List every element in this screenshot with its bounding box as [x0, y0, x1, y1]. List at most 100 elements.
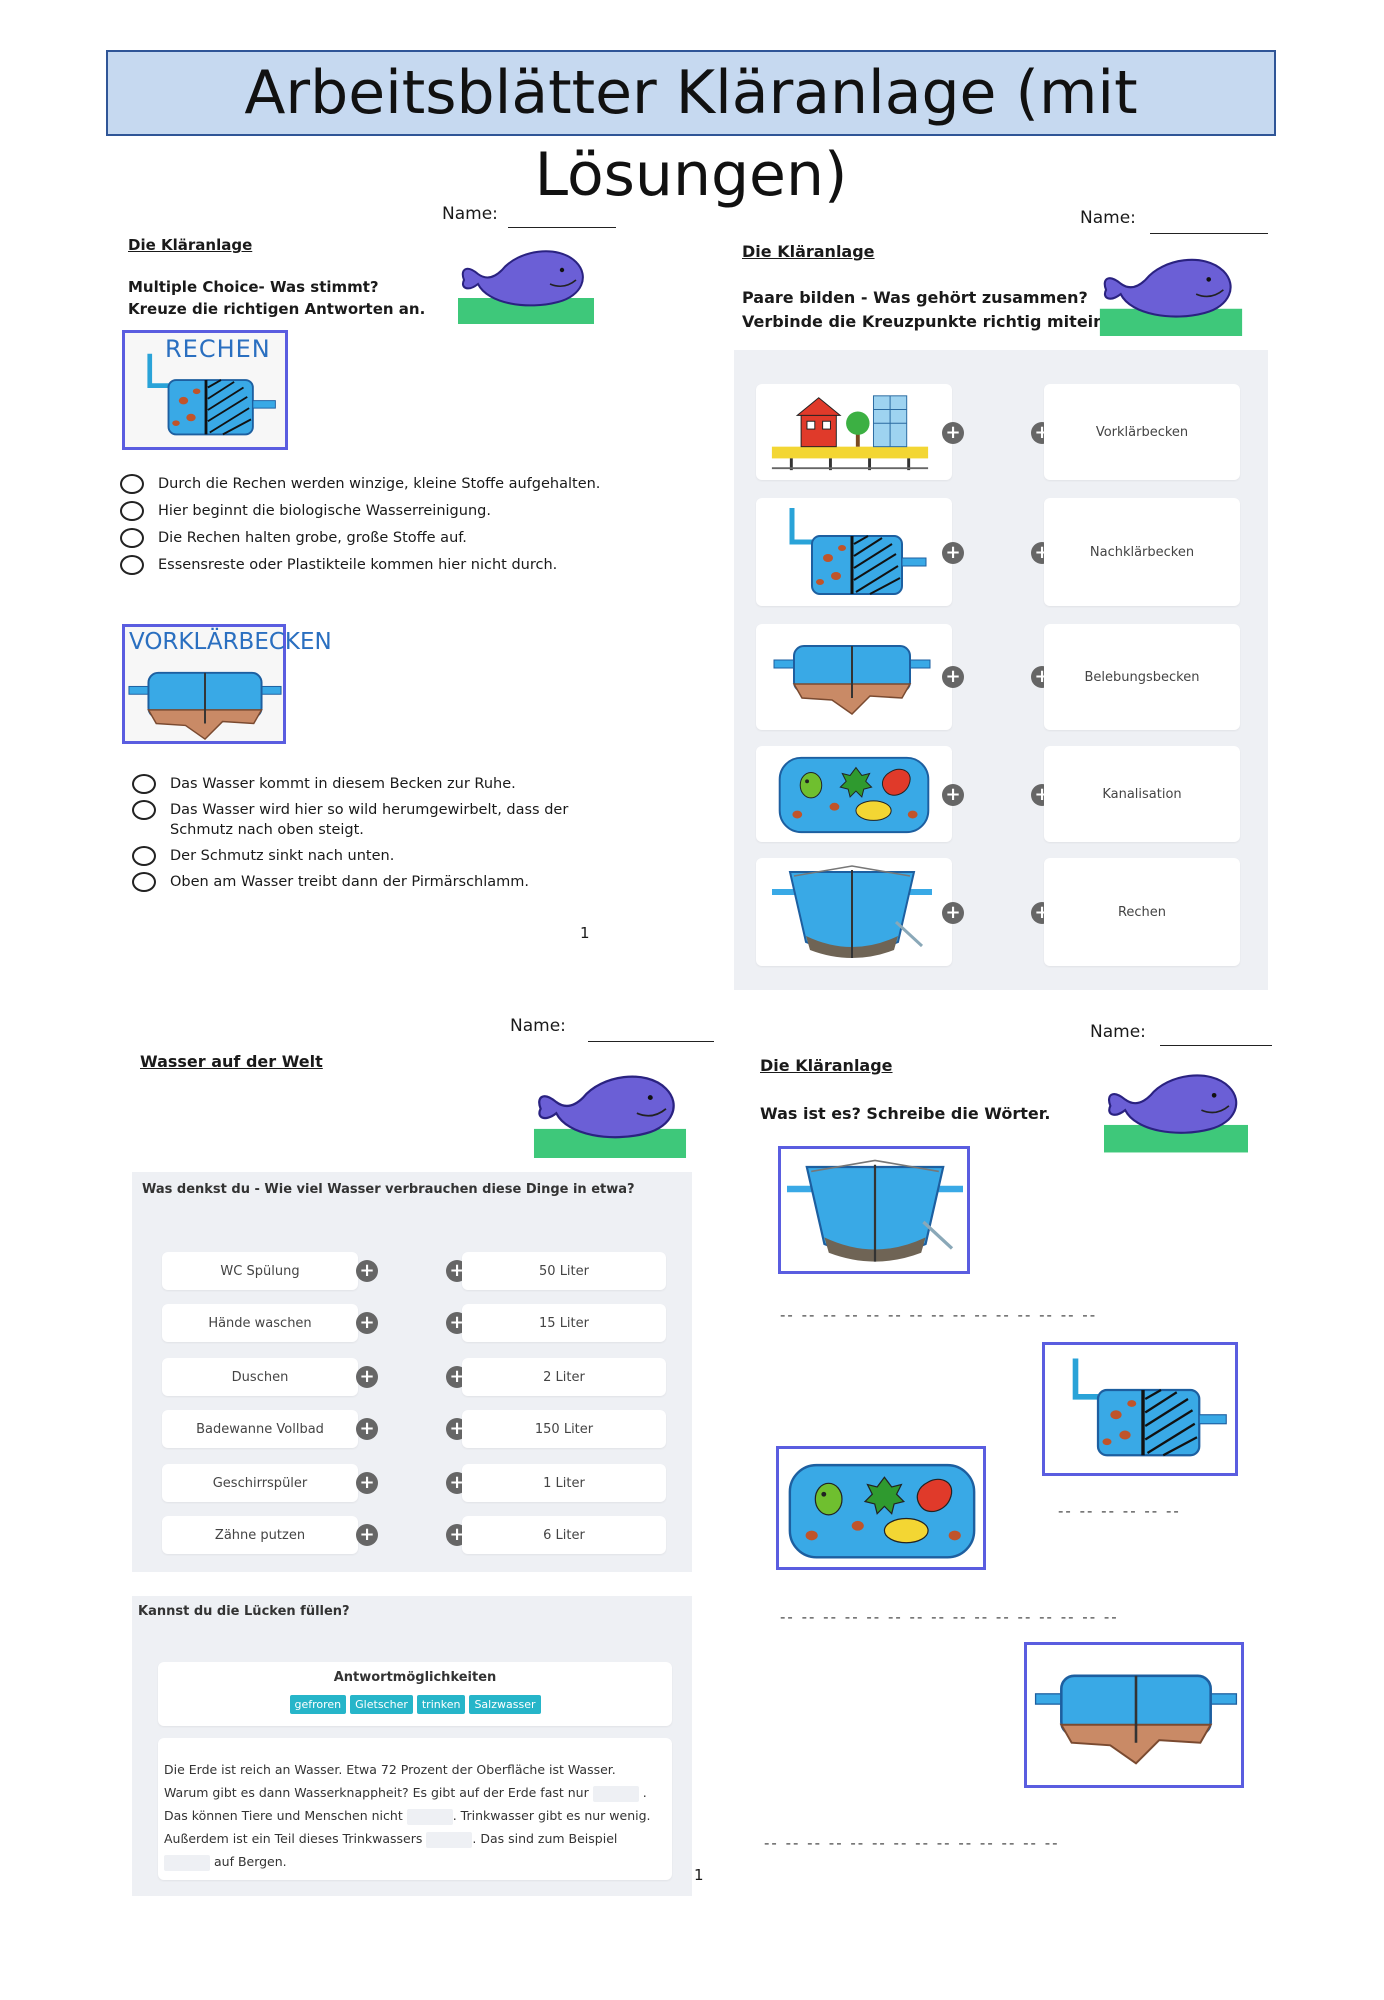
gap-field[interactable]	[406, 1808, 453, 1825]
answer-tag[interactable]: trinken	[416, 1695, 466, 1714]
amount-card: 6 Liter	[462, 1516, 666, 1554]
cloze-text: Die Erde ist reich an Wasser. Etwa 72 Pr…	[158, 1738, 672, 1880]
answer-blank[interactable]: -- -- -- -- -- -- -- -- -- -- -- -- -- -…	[780, 1608, 1119, 1626]
instruction: Was ist es? Schreibe die Wörter.	[760, 1104, 1051, 1123]
vorklaerbecken-drawing	[127, 665, 283, 743]
whale-illustration	[1104, 1062, 1248, 1154]
gap-field[interactable]	[426, 1831, 473, 1848]
matching-panel: + + Vorklärbecken + + Nachklärbecken + +…	[734, 350, 1268, 990]
connect-point-left[interactable]: +	[356, 1312, 378, 1334]
instruction-line-1: Paare bilden - Was gehört zusammen?	[742, 288, 1088, 307]
radio-button[interactable]	[120, 555, 144, 575]
worksheet-heading: Wasser auf der Welt	[140, 1052, 323, 1071]
worksheet-heading: Die Kläranlage	[760, 1056, 893, 1075]
image-card	[756, 624, 952, 730]
radio-button[interactable]	[132, 800, 156, 820]
page-number: 1	[580, 924, 590, 942]
question-2-options: Das Wasser kommt in diesem Becken zur Ru…	[132, 774, 572, 892]
name-field[interactable]	[1150, 232, 1268, 234]
option-row[interactable]: Das Wasser kommt in diesem Becken zur Ru…	[132, 774, 572, 794]
name-field[interactable]	[508, 226, 616, 228]
option-row[interactable]: Essensreste oder Plastikteile kommen hie…	[120, 555, 680, 575]
name-label: Name:	[1090, 1022, 1146, 1042]
radio-button[interactable]	[120, 528, 144, 548]
answer-options-title: Antwortmöglichkeiten	[333, 1670, 497, 1685]
amount-card: 50 Liter	[462, 1252, 666, 1290]
rechen-drawing	[131, 343, 281, 447]
connect-point-left[interactable]: +	[356, 1524, 378, 1546]
connect-point-left[interactable]: +	[942, 902, 964, 924]
image-card	[756, 498, 952, 606]
radio-button[interactable]	[132, 846, 156, 866]
instruction-line-2: Kreuze die richtigen Antworten an.	[128, 300, 426, 318]
nachklaerbecken-drawing	[772, 862, 932, 962]
item-card: Zähne putzen	[162, 1516, 358, 1554]
page-number: 1	[694, 1866, 704, 1884]
belebungsbecken-drawing	[785, 1455, 979, 1565]
rechen-image-label: RECHEN	[165, 335, 271, 363]
nachklaerbecken-drawing	[787, 1153, 963, 1269]
term-card: Vorklärbecken	[1044, 384, 1240, 480]
image-card	[756, 746, 952, 842]
nachklaerbecken-image	[778, 1146, 970, 1274]
option-row[interactable]: Oben am Wasser treibt dann der Pirmärsch…	[132, 872, 572, 892]
question-1-options: Durch die Rechen werden winzige, kleine …	[120, 474, 680, 575]
whale-illustration	[1098, 248, 1244, 336]
cloze-panel: Kannst du die Lücken füllen? Antwortmögl…	[132, 1596, 692, 1896]
vorklaerbecken-drawing	[1033, 1653, 1239, 1781]
name-label: Name:	[442, 204, 498, 224]
radio-button[interactable]	[132, 774, 156, 794]
radio-button[interactable]	[120, 474, 144, 494]
amount-card: 15 Liter	[462, 1304, 666, 1342]
name-label: Name:	[1080, 208, 1136, 228]
gap-field[interactable]	[592, 1785, 639, 1802]
name-field[interactable]	[1160, 1044, 1272, 1046]
connect-point-left[interactable]: +	[942, 784, 964, 806]
rechen-image: RECHEN	[122, 330, 288, 450]
term-card: Rechen	[1044, 858, 1240, 966]
answer-blank[interactable]: -- -- -- -- -- -- -- -- -- -- -- -- -- -…	[764, 1834, 1060, 1852]
connect-point-left[interactable]: +	[356, 1418, 378, 1440]
instruction-line-2: Verbinde die Kreuzpunkte richtig miteina…	[742, 312, 1161, 331]
gap-field[interactable]	[164, 1854, 210, 1871]
option-row[interactable]: Die Rechen halten grobe, große Stoffe au…	[120, 528, 680, 548]
radio-button[interactable]	[120, 501, 144, 521]
panel-title: Kannst du die Lücken füllen?	[138, 1604, 350, 1619]
answer-blank[interactable]: -- -- -- -- -- --	[1058, 1502, 1181, 1520]
vorklaerbecken-image-label: VORKLÄRBECKEN	[129, 629, 332, 655]
connect-point-left[interactable]: +	[356, 1472, 378, 1494]
panel-title: Was denkst du - Wie viel Wasser verbrauc…	[142, 1182, 635, 1197]
rechen-image	[1042, 1342, 1238, 1476]
answer-tag[interactable]: gefroren	[289, 1695, 347, 1714]
term-card: Kanalisation	[1044, 746, 1240, 842]
answer-tag[interactable]: Salzwasser	[469, 1695, 541, 1714]
whale-illustration	[530, 1064, 690, 1158]
belebungsbecken-drawing	[774, 750, 934, 838]
image-card	[756, 384, 952, 480]
town-drawing	[770, 388, 930, 476]
connect-point-left[interactable]: +	[942, 422, 964, 444]
connect-point-left[interactable]: +	[942, 666, 964, 688]
option-row[interactable]: Hier beginnt die biologische Wasserreini…	[120, 501, 680, 521]
answer-tag[interactable]: Gletscher	[350, 1695, 413, 1714]
option-row[interactable]: Durch die Rechen werden winzige, kleine …	[120, 474, 680, 494]
water-usage-panel: Was denkst du - Wie viel Wasser verbrauc…	[132, 1172, 692, 1572]
connect-point-left[interactable]: +	[356, 1260, 378, 1282]
connect-point-left[interactable]: +	[356, 1366, 378, 1388]
amount-card: 2 Liter	[462, 1358, 666, 1396]
belebungsbecken-image	[776, 1446, 986, 1570]
radio-button[interactable]	[132, 872, 156, 892]
name-field[interactable]	[588, 1040, 714, 1042]
answer-blank[interactable]: -- -- -- -- -- -- -- -- -- -- -- -- -- -…	[780, 1306, 1098, 1324]
vorklaerbecken-drawing	[772, 638, 932, 718]
connect-point-left[interactable]: +	[942, 542, 964, 564]
term-card: Nachklärbecken	[1044, 498, 1240, 606]
option-row[interactable]: Der Schmutz sinkt nach unten.	[132, 846, 572, 866]
amount-card: 150 Liter	[462, 1410, 666, 1448]
amount-card: 1 Liter	[462, 1464, 666, 1502]
option-row[interactable]: Das Wasser wird hier so wild herumgewirb…	[132, 800, 572, 840]
item-card: Badewanne Vollbad	[162, 1410, 358, 1448]
term-card: Belebungsbecken	[1044, 624, 1240, 730]
